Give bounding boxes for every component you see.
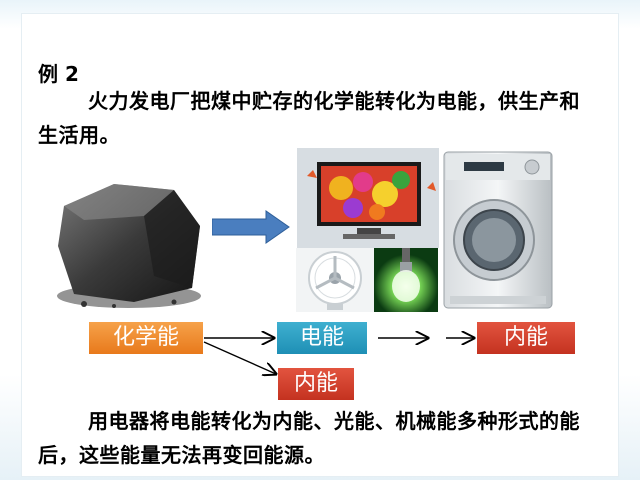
paragraph-conclusion: 用电器将电能转化为内能、光能、机械能多种形式的能后，这些能量无法再变回能源。: [38, 404, 598, 472]
arrow-chem-to-internal: [203, 341, 276, 374]
coal-icon: [57, 184, 201, 308]
chemical-energy-box: 化学能: [89, 322, 203, 354]
paragraph-intro: 火力发电厂把煤中贮存的化学能转化为电能，供生产和生活用。: [38, 84, 598, 152]
fan-icon: [296, 248, 374, 312]
internal-energy-box-below: 内能: [278, 368, 354, 400]
paragraph-conclusion-text: 用电器将电能转化为内能、光能、机械能多种形式的能后，这些能量无法再变回能源。: [38, 409, 580, 467]
example-heading: 例 2: [38, 62, 79, 86]
light-bulb-icon: [374, 248, 438, 312]
big-arrow-icon: [212, 210, 290, 244]
paragraph-intro-text: 火力发电厂把煤中贮存的化学能转化为电能，供生产和生活用。: [38, 89, 580, 147]
internal-energy-box-right: 内能: [477, 322, 575, 354]
tv-icon: [297, 148, 439, 248]
electric-energy-box: 电能: [277, 322, 367, 354]
washing-machine-icon: [443, 151, 553, 309]
